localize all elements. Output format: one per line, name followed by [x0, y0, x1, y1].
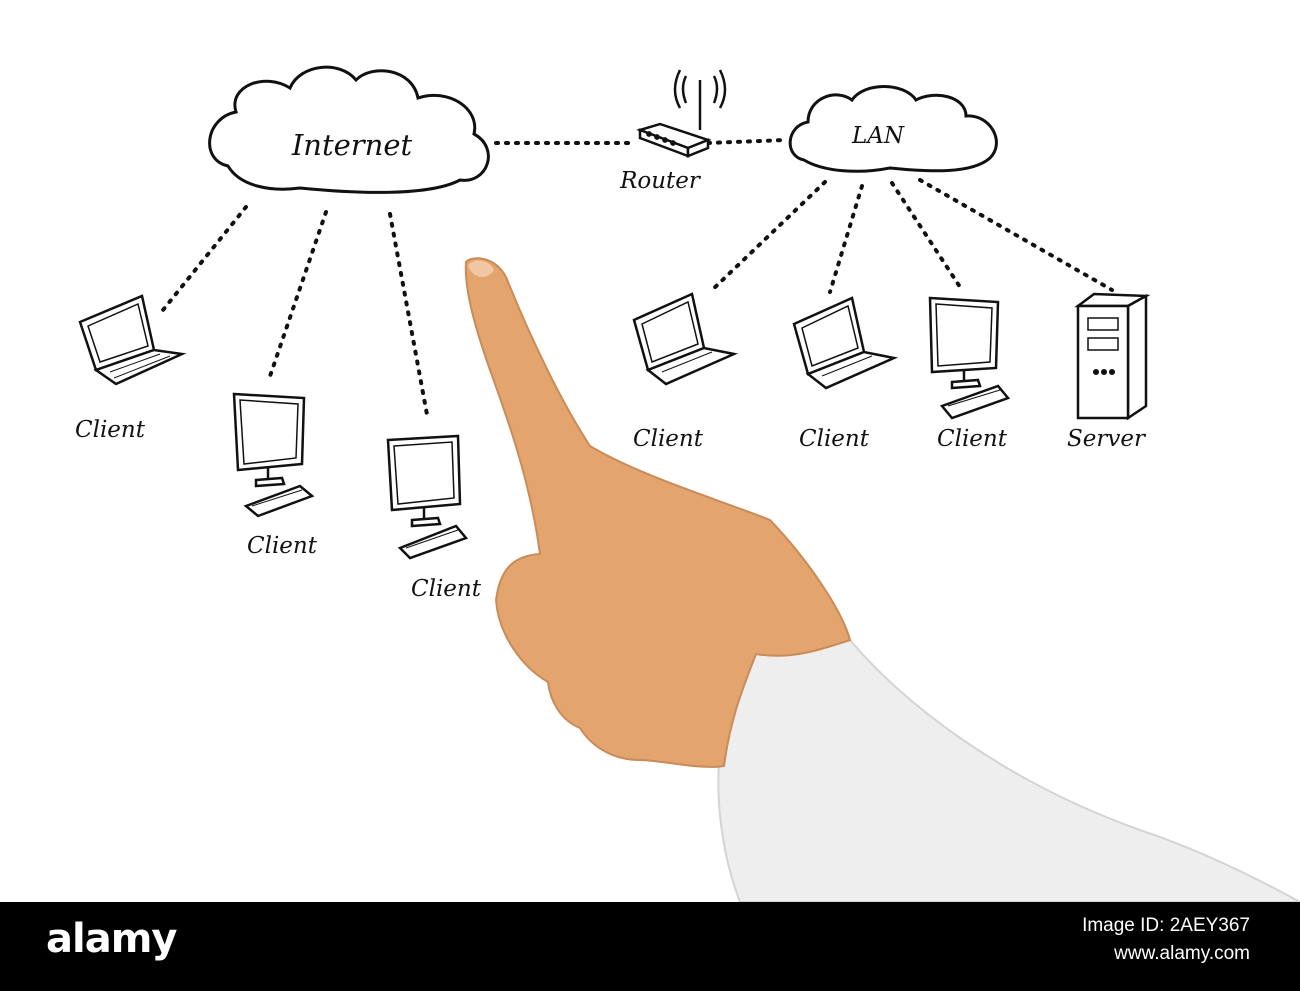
client-monitor-mid: Client: [232, 392, 318, 559]
client-label: Client: [937, 426, 1008, 452]
server-label: Server: [1067, 426, 1147, 452]
link-internet-monitor-mid: [266, 210, 328, 384]
pointing-hand-photo: [464, 257, 1300, 903]
internet-cloud: Internet: [208, 65, 490, 194]
link-lan-client-3: [890, 181, 964, 292]
laptop-icon: [632, 292, 739, 386]
link-lan-server: [918, 178, 1114, 292]
fingernail: [468, 260, 494, 278]
server-tower-icon: [1074, 292, 1151, 421]
cloud-icon: [788, 85, 998, 173]
router-icon: [636, 69, 727, 158]
connection-lines: [161, 138, 1114, 422]
desktop-monitor-icon: [386, 434, 469, 560]
watermark-bar: alamy Image ID: 2AEY367 www.alamy.com: [0, 902, 1300, 991]
shirt-sleeve: [717, 637, 1300, 903]
image-id-text: Image ID: 2AEY367: [1082, 915, 1250, 936]
client-label: Client: [799, 426, 870, 452]
client-label: Client: [633, 426, 704, 452]
client-monitor-low: Client: [386, 434, 482, 602]
site-url-text: www.alamy.com: [1114, 943, 1250, 964]
client-label: Client: [411, 576, 482, 602]
laptop-icon: [792, 296, 899, 390]
link-router-lan: [706, 138, 788, 145]
client-label: Client: [75, 417, 146, 443]
cloud-icon: [208, 65, 490, 194]
client-laptop-left: Client: [75, 294, 187, 443]
client-lan-1: Client: [632, 292, 739, 452]
hand: [464, 257, 852, 768]
client-lan-2: Client: [792, 296, 899, 452]
laptop-icon: [78, 294, 187, 386]
router-node: Router: [619, 69, 727, 194]
lan-cloud: LAN: [788, 85, 998, 173]
lan-label: LAN: [851, 123, 905, 149]
watermark-id: Image ID: 2AEY367 www.alamy.com: [1082, 912, 1250, 968]
desktop-monitor-icon: [928, 296, 1011, 420]
internet-label: Internet: [291, 128, 413, 162]
client-lan-3: Client: [928, 296, 1011, 452]
watermark-brand: alamy: [46, 916, 177, 962]
client-label: Client: [247, 533, 318, 559]
link-internet-laptop: [161, 205, 248, 312]
server-node: Server: [1067, 292, 1151, 452]
link-internet-monitor-low: [388, 212, 430, 422]
link-lan-client-1: [708, 180, 827, 294]
desktop-monitor-icon: [232, 392, 315, 518]
router-label: Router: [619, 168, 702, 194]
link-lan-client-2: [828, 184, 864, 294]
